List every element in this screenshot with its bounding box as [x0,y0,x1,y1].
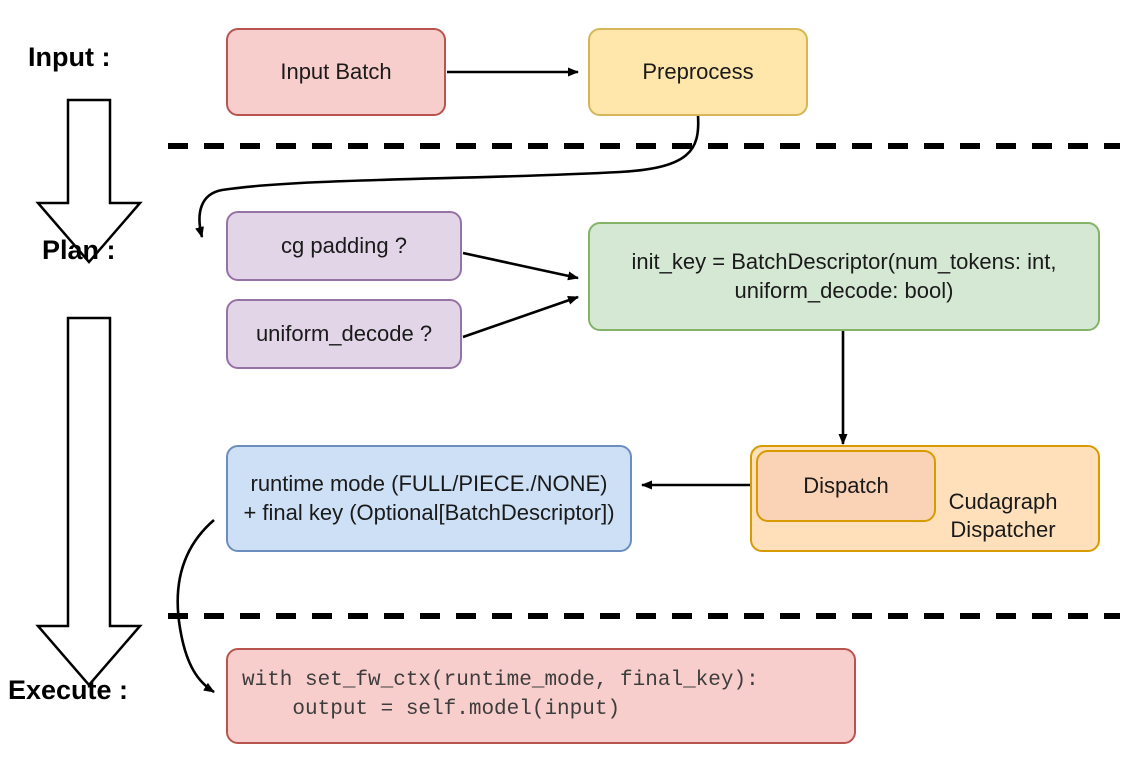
node-execute-code-line1: with set_fw_ctx(runtime_mode, final_key)… [242,669,759,693]
node-uniform-decode[interactable]: uniform_decode ? [226,299,462,369]
node-cudagraph-dispatcher-line1: Cudagraph [948,488,1058,514]
node-execute-code[interactable]: with set_fw_ctx(runtime_mode, final_key)… [226,648,856,744]
node-init-key-line1: init_key = BatchDescriptor(num_tokens: i… [631,249,1057,275]
plan-to-execute-arrow [35,316,143,687]
node-runtime-mode-line1: runtime mode (FULL/PIECE./NONE) [250,471,608,497]
stage-label-execute: Execute : [8,675,129,705]
edge-cg-padding-to-init-key [462,251,579,281]
node-cg-padding-label: cg padding ? [281,232,407,258]
node-runtime-mode-line2: + final key (Optional[BatchDescriptor]) [243,499,615,525]
stage-label-plan: Plan : [42,235,116,265]
node-cg-padding[interactable]: cg padding ? [226,211,462,281]
node-input-batch-label: Input Batch [280,58,392,84]
node-preprocess-label: Preprocess [642,58,754,84]
edge-uniform-decode-to-init-key [462,295,579,339]
node-preprocess[interactable]: Preprocess [588,28,808,116]
node-init-key[interactable]: init_key = BatchDescriptor(num_tokens: i… [588,222,1100,331]
node-dispatch-label: Dispatch [803,472,889,498]
stage-label-input: Input : [28,42,111,72]
node-dispatch[interactable]: Dispatch [756,450,936,522]
node-runtime-mode[interactable]: runtime mode (FULL/PIECE./NONE) + final … [226,445,632,552]
node-uniform-decode-label: uniform_decode ? [255,320,433,346]
node-input-batch[interactable]: Input Batch [226,28,446,116]
node-execute-code-line2: output = self.model(input) [242,698,621,721]
node-cudagraph-dispatcher-line2: Dispatcher [950,516,1056,542]
node-init-key-line2: uniform_decode: bool) [734,277,954,303]
edge-runtime-mode-to-execute-code [176,519,215,694]
